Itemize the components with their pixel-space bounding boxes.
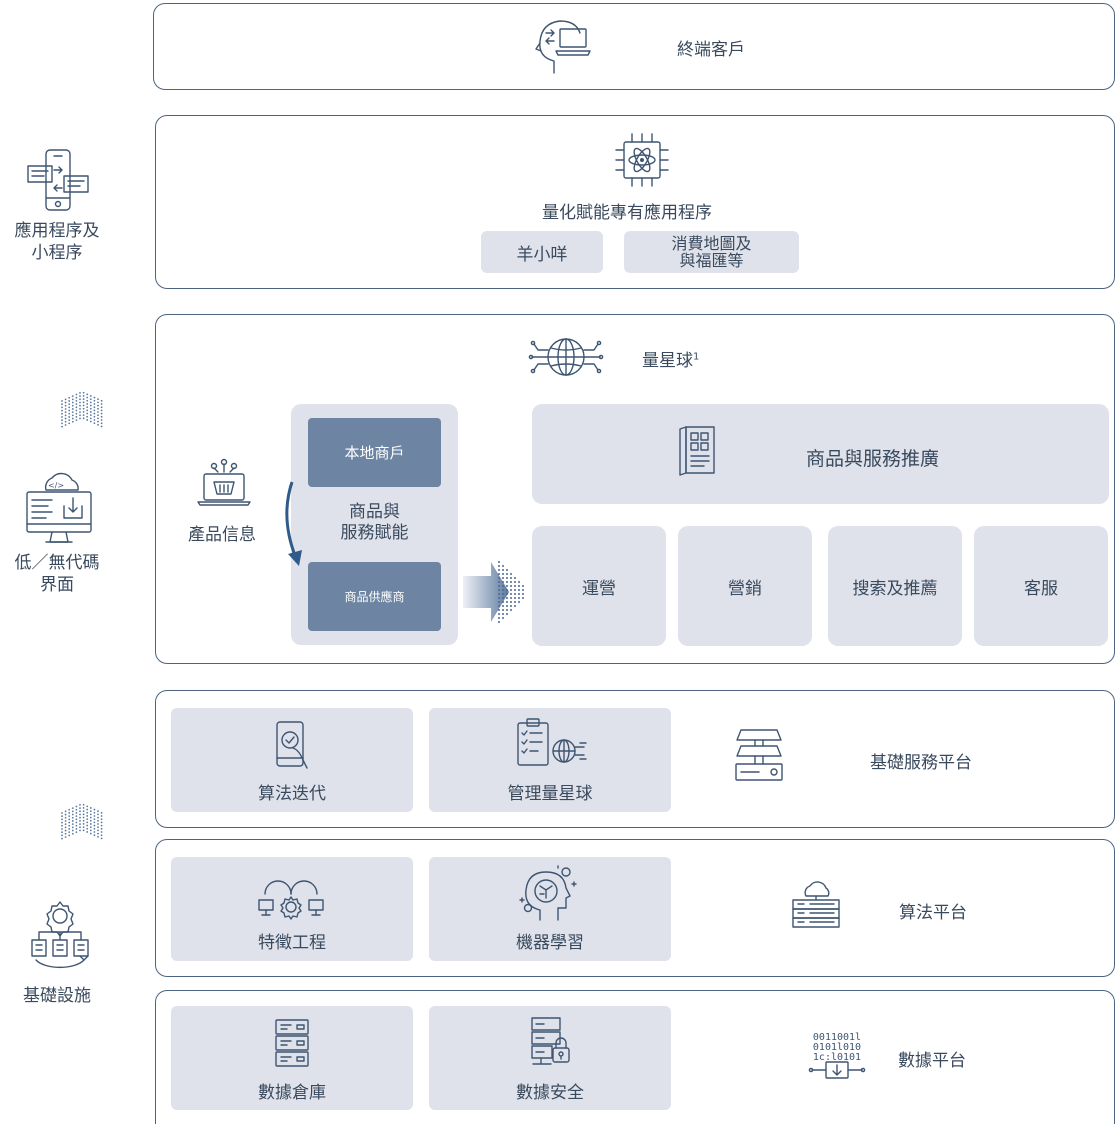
warehouse-label: 數據倉庫 bbox=[258, 1083, 326, 1103]
lowcode-icon: </> bbox=[24, 472, 94, 546]
atom-chip-icon bbox=[614, 132, 670, 188]
terminal-panel bbox=[153, 3, 1115, 90]
promo-box bbox=[532, 404, 1109, 504]
infra-label: 基礎設施 bbox=[23, 986, 91, 1006]
curved-arrow-icon bbox=[278, 478, 306, 570]
empower-label: 商品與 服務賦能 bbox=[340, 502, 409, 543]
apps-title: 量化賦能專有應用程序 bbox=[542, 203, 712, 223]
marketing-box: 營銷 bbox=[678, 526, 812, 646]
data-platform-title: 數據平台 bbox=[898, 1051, 966, 1071]
phone-check-icon bbox=[273, 720, 309, 770]
svg-text:0101l010: 0101l010 bbox=[813, 1042, 861, 1053]
customer-icon bbox=[532, 17, 592, 77]
search-recommend-box: 搜索及推薦 bbox=[828, 526, 962, 646]
algo-platform-title: 算法平台 bbox=[899, 903, 967, 923]
algo-iter-box bbox=[171, 708, 413, 812]
brochure-icon bbox=[676, 425, 716, 477]
gradient-arrow-icon bbox=[463, 556, 533, 628]
warehouse-box bbox=[171, 1006, 413, 1110]
apps-icon bbox=[26, 148, 90, 212]
lowcode-label: 低／無代碼 界面 bbox=[14, 553, 100, 595]
ml-box bbox=[429, 857, 671, 961]
supplier-box: 商品供應商 bbox=[308, 562, 441, 631]
dots-arrow-icon-2 bbox=[60, 800, 104, 840]
binary-data-icon: 0011001l 0101l010 1c:l0101 bbox=[808, 1030, 866, 1082]
svg-text:1c:l0101: 1c:l0101 bbox=[813, 1052, 861, 1063]
checklist-globe-icon bbox=[512, 717, 590, 771]
product-info-icon bbox=[196, 458, 252, 506]
chip-yangxiaomie: 羊小咩 bbox=[481, 231, 603, 273]
infra-icon bbox=[28, 898, 92, 974]
manage-label: 管理量星球 bbox=[507, 784, 593, 804]
customer-service-box: 客服 bbox=[974, 526, 1108, 646]
feature-eng-box bbox=[171, 857, 413, 961]
chip-consumption-map: 消費地圖及 與福匯等 bbox=[624, 231, 799, 273]
ml-head-icon bbox=[518, 864, 578, 922]
promo-label: 商品與服務推廣 bbox=[806, 448, 940, 470]
server-lock-icon bbox=[529, 1016, 573, 1068]
product-info-label: 產品信息 bbox=[188, 525, 256, 545]
cloud-server-icon bbox=[790, 880, 842, 932]
basic-service-title: 基礎服務平台 bbox=[870, 753, 972, 773]
liangxingqiu-title: 量星球1 bbox=[642, 351, 700, 371]
footnote-1: 1 bbox=[693, 351, 700, 363]
apps-label: 應用程序及 小程序 bbox=[14, 221, 100, 263]
ops-box: 運營 bbox=[532, 526, 666, 646]
feature-eng-label: 特徵工程 bbox=[258, 933, 326, 953]
globe-network-icon bbox=[528, 328, 604, 386]
algo-iter-label: 算法迭代 bbox=[258, 784, 326, 804]
security-label: 數據安全 bbox=[516, 1083, 584, 1103]
svg-text:</>: </> bbox=[48, 481, 64, 490]
svg-text:0011001l: 0011001l bbox=[813, 1032, 861, 1043]
dots-arrow-icon-1 bbox=[60, 388, 104, 428]
local-merchant-box: 本地商戶 bbox=[308, 418, 441, 487]
feature-eng-icon bbox=[257, 872, 325, 920]
database-icon bbox=[273, 1018, 311, 1068]
terminal-label: 終端客戶 bbox=[677, 40, 745, 60]
ml-label: 機器學習 bbox=[516, 933, 584, 953]
manage-box bbox=[429, 708, 671, 812]
server-stack-icon bbox=[733, 728, 785, 784]
